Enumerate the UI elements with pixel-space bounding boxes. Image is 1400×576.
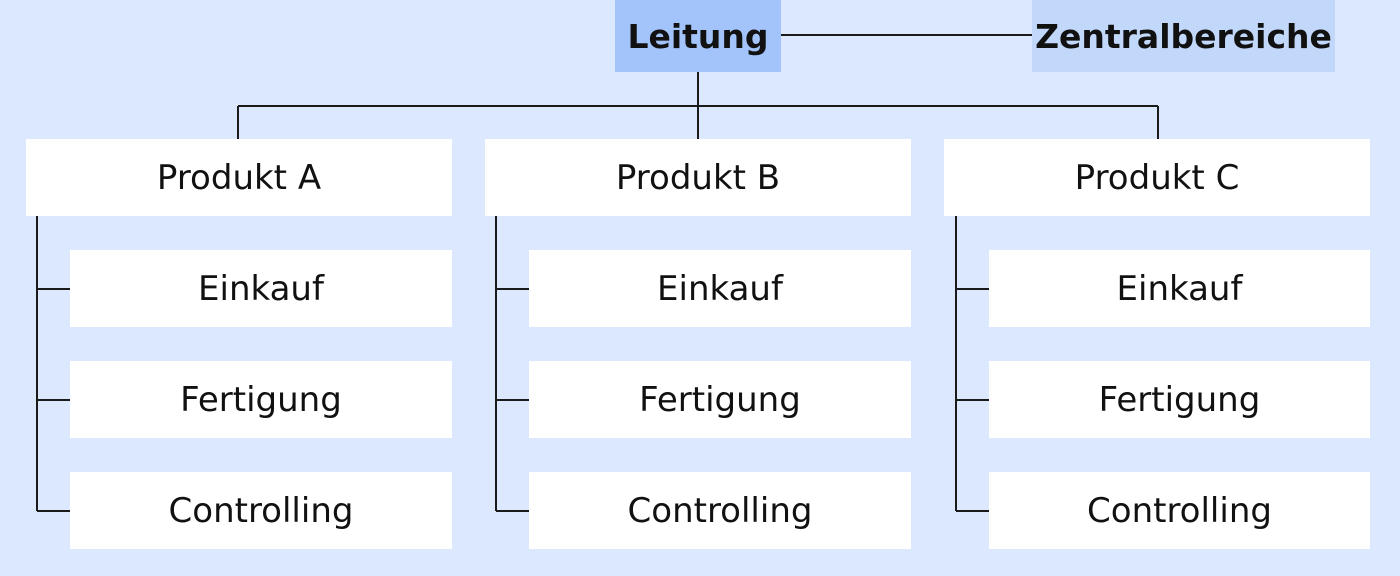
produkt-a-fertigung-box: Fertigung xyxy=(70,361,452,438)
produkt-c-label: Produkt C xyxy=(1074,157,1240,198)
zentralbereiche-label: Zentralbereiche xyxy=(1035,16,1332,56)
produkt-b-box: Produkt B xyxy=(485,139,911,216)
unit-label: Controlling xyxy=(1087,490,1272,531)
produkt-b-label: Produkt B xyxy=(615,157,781,198)
produkt-a-einkauf-box: Einkauf xyxy=(70,250,452,327)
unit-label: Fertigung xyxy=(1098,379,1261,420)
produkt-c-einkauf-box: Einkauf xyxy=(989,250,1370,327)
unit-label: Einkauf xyxy=(1116,268,1243,309)
produkt-b-fertigung-box: Fertigung xyxy=(529,361,911,438)
unit-label: Einkauf xyxy=(198,268,324,309)
produkt-c-box: Produkt C xyxy=(944,139,1370,216)
produkt-b-controlling-box: Controlling xyxy=(529,472,911,549)
produkt-c-fertigung-box: Fertigung xyxy=(989,361,1370,438)
leitung-label: Leitung xyxy=(627,16,769,56)
produkt-c-controlling-box: Controlling xyxy=(989,472,1370,549)
produkt-b-einkauf-box: Einkauf xyxy=(529,250,911,327)
produkt-a-controlling-box: Controlling xyxy=(70,472,452,549)
unit-label: Einkauf xyxy=(657,268,783,309)
unit-label: Fertigung xyxy=(180,379,342,420)
produkt-a-label: Produkt A xyxy=(156,157,322,198)
unit-label: Controlling xyxy=(168,490,354,531)
leitung-box: Leitung xyxy=(615,0,781,72)
produkt-a-box: Produkt A xyxy=(26,139,452,216)
unit-label: Controlling xyxy=(627,490,813,531)
zentralbereiche-box: Zentralbereiche xyxy=(1032,0,1335,72)
unit-label: Fertigung xyxy=(639,379,801,420)
